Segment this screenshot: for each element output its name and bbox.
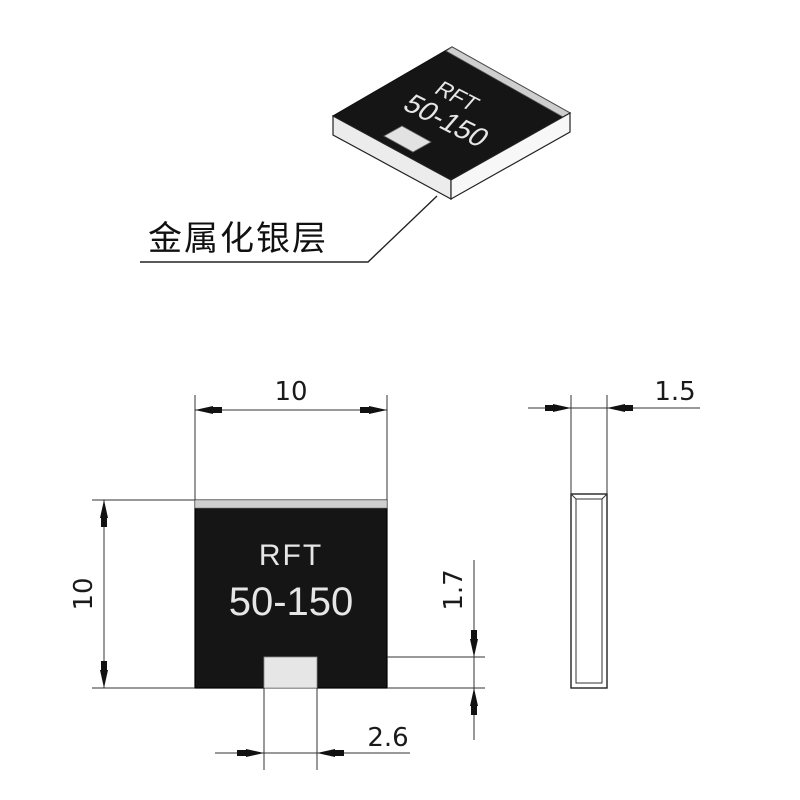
dim-left-height-text: 10 <box>69 577 99 610</box>
dim-pad-width: 2.6 <box>215 688 410 770</box>
isometric-chip: RFT 50-150 <box>331 46 572 201</box>
side-outline <box>570 493 608 689</box>
callout-label: 金属化银层 <box>148 219 328 259</box>
front-view: RFT 50-150 <box>194 499 388 689</box>
front-marking-line2: 50-150 <box>229 580 354 624</box>
side-view <box>570 493 608 689</box>
iso-silver-pad <box>383 125 432 153</box>
dim-pad-width-text: 2.6 <box>367 723 408 753</box>
front-marking-line1: RFT <box>259 539 323 572</box>
dim-pad-height-text: 1.7 <box>439 569 469 610</box>
iso-right-side <box>450 111 571 201</box>
dim-left-height: 10 <box>69 499 195 689</box>
dim-top-width: 10 <box>194 377 388 500</box>
callout-leader <box>140 195 438 263</box>
dim-side-thickness-text: 1.5 <box>654 377 695 407</box>
dim-pad-height: 1.7 <box>387 560 485 740</box>
front-silver-strip <box>194 499 388 509</box>
dim-side-thickness: 1.5 <box>528 377 700 494</box>
dim-top-width-text: 10 <box>274 377 307 407</box>
front-silver-pad <box>263 656 318 689</box>
